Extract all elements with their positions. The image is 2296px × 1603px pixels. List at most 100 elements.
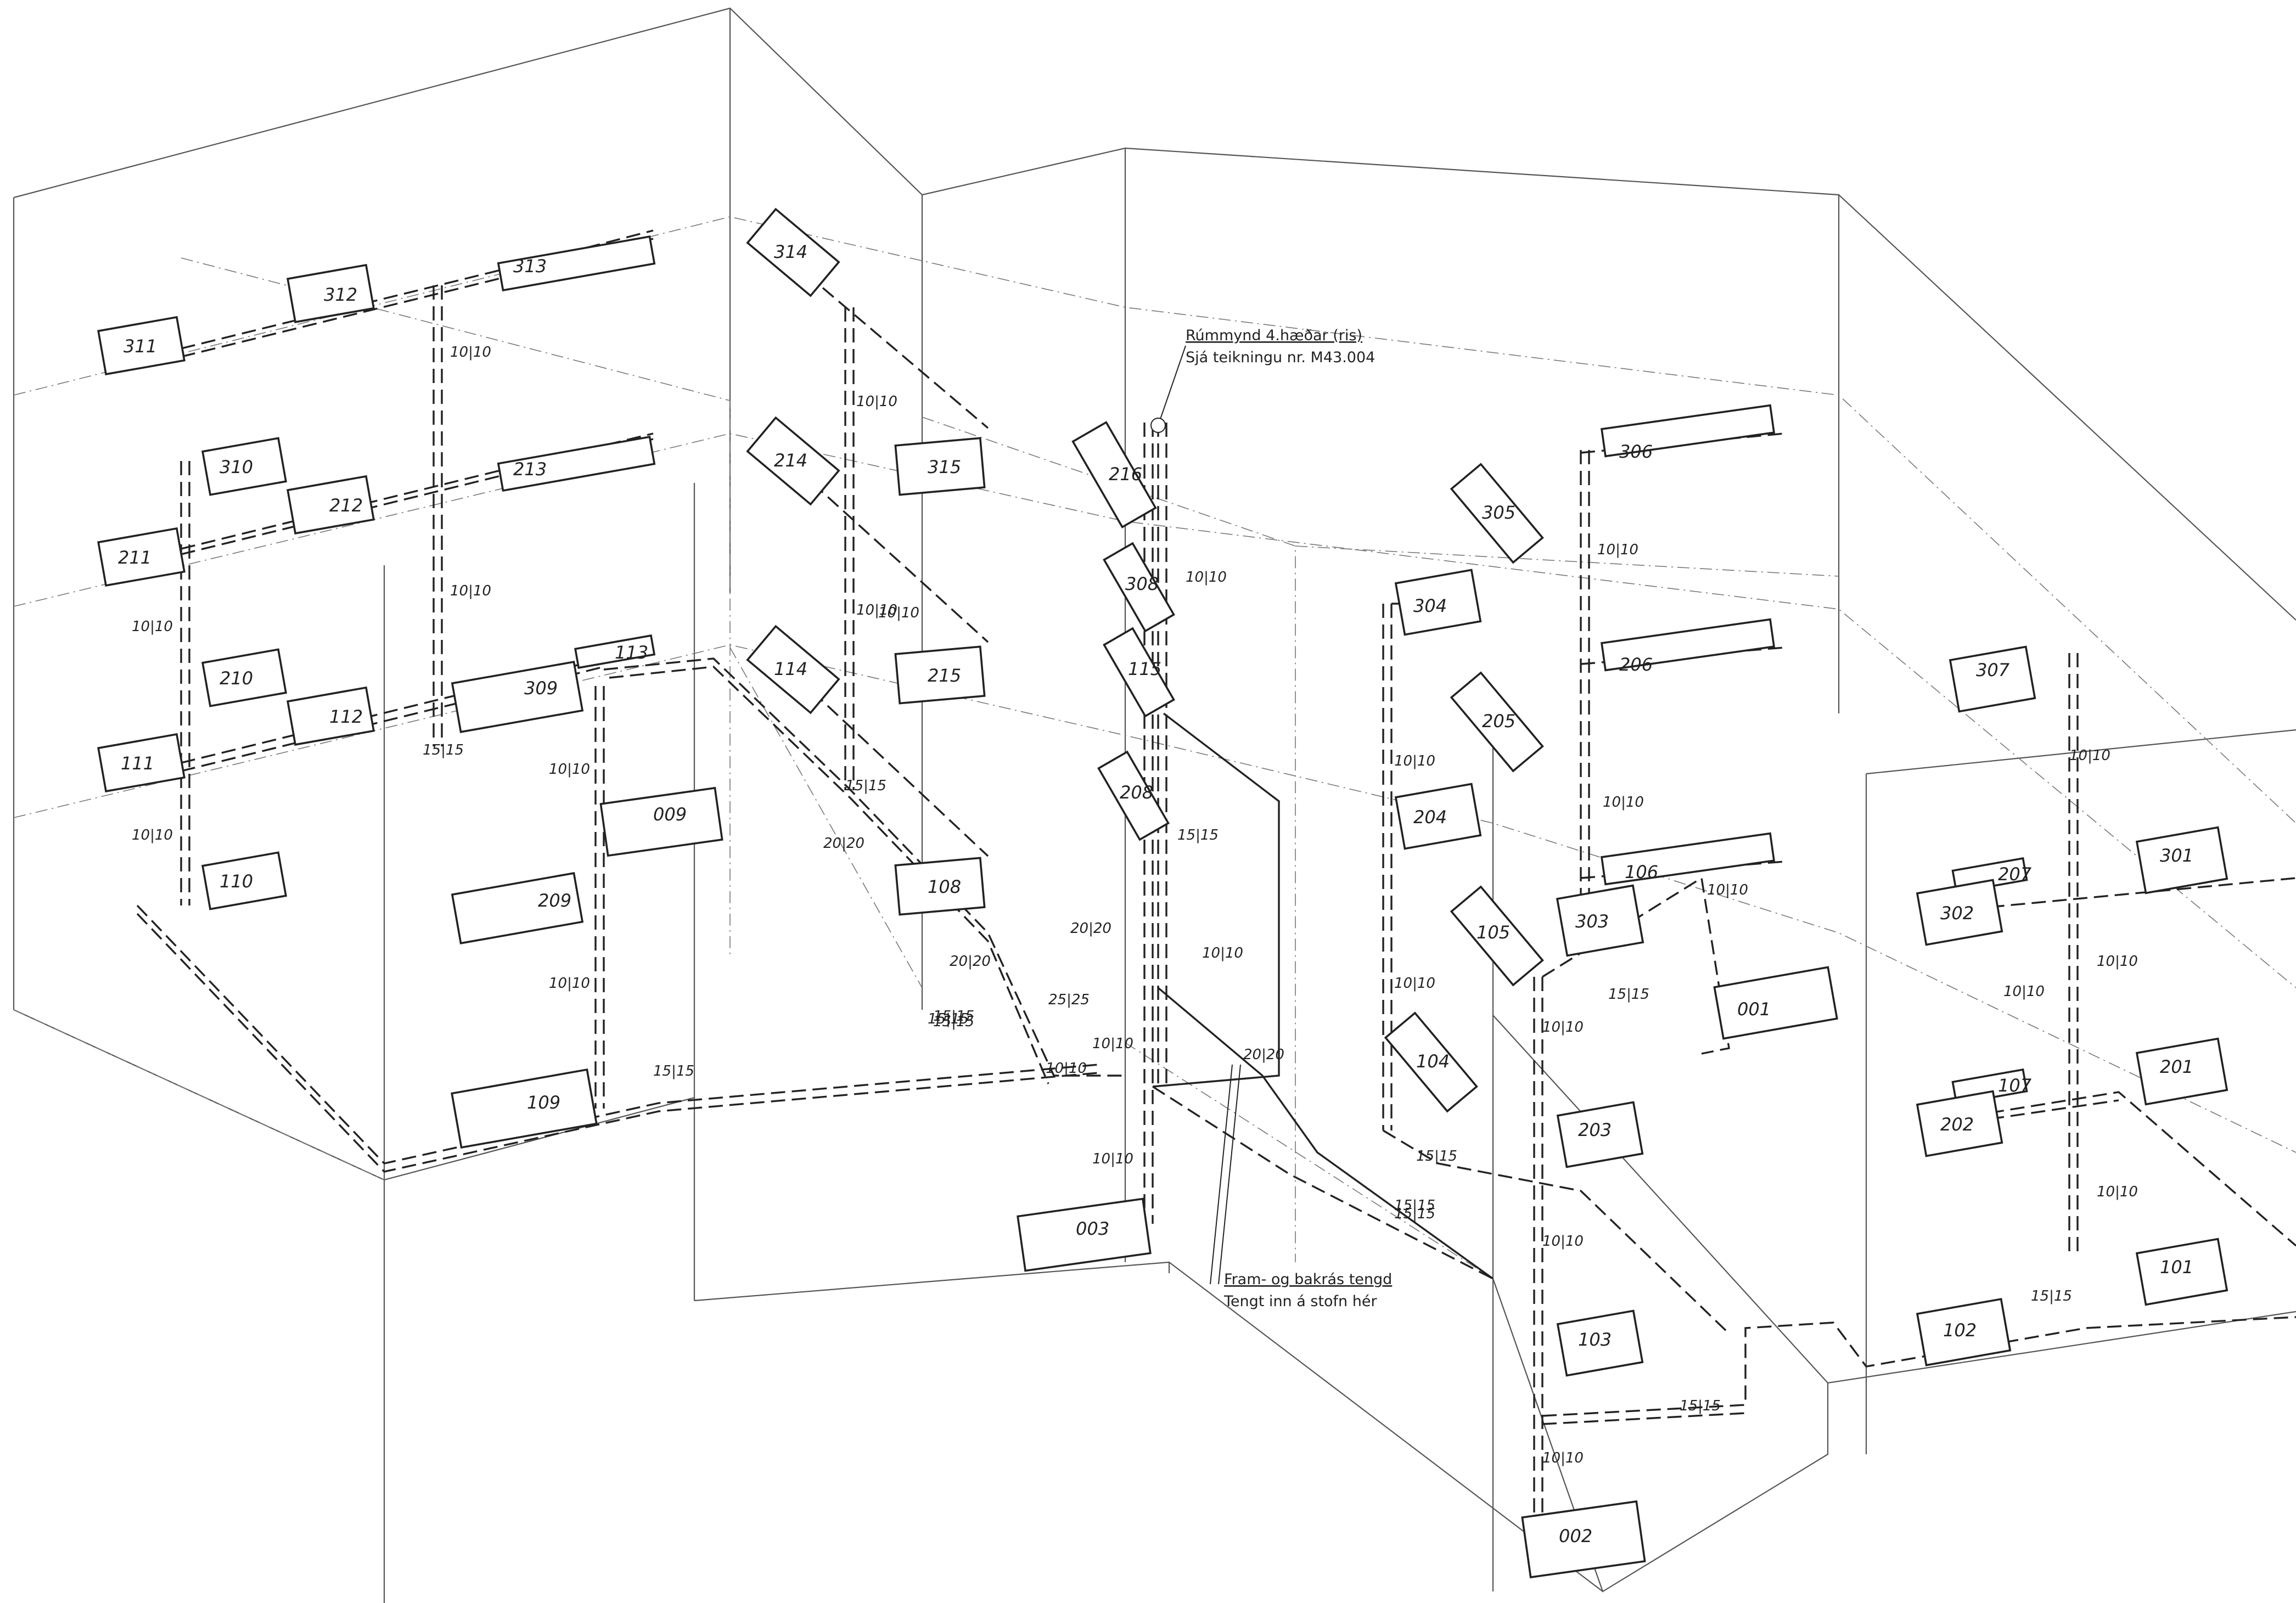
- radiator: 101: [2135, 1238, 2228, 1306]
- radiator-label: 205: [1482, 711, 1515, 732]
- radiator: 214: [746, 416, 840, 506]
- radiator-label: 201: [2160, 1056, 2193, 1077]
- radiator: 112: [287, 686, 375, 746]
- radiator: 301: [2135, 826, 2228, 895]
- radiator-label: 111: [121, 753, 154, 774]
- pipe-dimension: 10|10: [1394, 975, 1435, 992]
- radiator: 206: [1600, 618, 1776, 675]
- radiator: 209: [451, 871, 584, 944]
- pipe-dimension: 15|15: [1608, 986, 1649, 1003]
- radiator-label: 107: [1998, 1075, 2032, 1096]
- radiator: 114: [746, 625, 840, 715]
- radiator: 110: [201, 851, 287, 910]
- radiator: 204: [1394, 783, 1482, 850]
- pipe-dimension: 10|10: [856, 393, 897, 410]
- radiator: 306: [1600, 404, 1776, 462]
- pipe-dimension: 10|10: [1186, 569, 1227, 586]
- radiator-label: 114: [774, 659, 807, 679]
- radiator-label: 208: [1120, 782, 1153, 803]
- radiator-label: 001: [1737, 999, 1771, 1020]
- pipe-dimension: 25|25: [1048, 992, 1090, 1008]
- radiator: 205: [1450, 671, 1544, 773]
- radiator: 104: [1384, 1011, 1478, 1113]
- radiator: 003: [1017, 1197, 1152, 1272]
- radiator-label: 112: [329, 706, 363, 727]
- pipe-dimension: 15|15: [1177, 827, 1219, 843]
- radiator: 106: [1600, 832, 1776, 886]
- pipe-dimension: 10|10: [450, 583, 491, 599]
- radiator: 311: [97, 316, 186, 375]
- radiator: 305: [1450, 463, 1544, 564]
- radiator-label: 305: [1482, 502, 1515, 523]
- radiator-label: 312: [324, 284, 357, 305]
- radiator-label: 109: [527, 1092, 560, 1113]
- pipe-dimension: 20|20: [1070, 920, 1111, 937]
- pipe-dimension: 15|15: [653, 1063, 694, 1079]
- pipe-dimension: 10|10: [1597, 542, 1638, 558]
- pipe-dimension: 10|10: [1542, 1450, 1584, 1466]
- pipe-dimension: 15|15: [928, 1011, 969, 1027]
- pipe-dimension: 10|10: [1202, 945, 1243, 961]
- pipe-dimension: 10|10: [1542, 1233, 1584, 1250]
- radiator: 201: [2135, 1037, 2228, 1106]
- connection-note-title: Fram- og bakrás tengd: [1224, 1271, 1392, 1288]
- radiator-label: 307: [1976, 660, 2010, 680]
- pipe-dimension: 10|10: [2003, 983, 2045, 1000]
- radiator-label: 313: [513, 256, 547, 277]
- radiator: 216: [1071, 421, 1157, 528]
- radiator: 315: [894, 437, 986, 496]
- pipe-dimension: 15|15: [423, 742, 464, 758]
- radiator-label: 003: [1076, 1218, 1109, 1239]
- pipe-dimension: 10|10: [549, 761, 590, 778]
- radiators: 311 312 313 314 315 310 211 212 213 214 …: [97, 207, 2228, 1579]
- radiator-label: 209: [538, 890, 571, 911]
- radiator-label: 308: [1125, 573, 1159, 594]
- radiator-label: 212: [329, 495, 363, 516]
- radiator-label: 306: [1619, 441, 1653, 462]
- radiator-label: 110: [220, 871, 253, 892]
- radiator: 113: [574, 634, 656, 669]
- radiator-label: 210: [220, 668, 253, 689]
- pipe-dimension: 10|10: [549, 975, 590, 992]
- pipe-dimension: 10|10: [1707, 882, 1748, 898]
- pipe-dimension: 10|10: [1542, 1019, 1584, 1036]
- radiator: 109: [451, 1068, 598, 1149]
- pipe-dimensions: 10|10 10|10 10|10 10|10 10|10 10|10 10|1…: [132, 344, 2138, 1466]
- radiator-label: 303: [1575, 911, 1609, 932]
- riser-note-reference: Sjá teikningu nr. M43.004: [1186, 349, 1375, 366]
- radiator: 203: [1556, 1101, 1644, 1168]
- pipe-dimension: 15|15: [2031, 1288, 2072, 1304]
- radiator-label: 102: [1943, 1320, 1977, 1341]
- radiator: 310: [201, 437, 287, 496]
- radiator-label: 105: [1477, 922, 1510, 943]
- radiator: 308: [1103, 542, 1175, 633]
- radiator-label: 104: [1416, 1051, 1450, 1072]
- pipe-dimension: 10|10: [2097, 1184, 2138, 1200]
- radiator: 215: [894, 645, 986, 705]
- radiator: 304: [1394, 569, 1482, 636]
- radiator: 309: [451, 660, 584, 733]
- radiator-label: 304: [1413, 595, 1447, 616]
- radiator: 009: [599, 786, 723, 857]
- radiator-label: 106: [1625, 862, 1658, 882]
- radiator-label: 302: [1940, 903, 1974, 924]
- radiator-label: 314: [774, 241, 807, 262]
- pipe-dimension: 15|15: [933, 1008, 974, 1025]
- pipe-dimension: 10|10: [878, 605, 919, 621]
- pipe-dimension: 15|15: [1394, 1206, 1435, 1222]
- pipe-dimension: 20|20: [950, 953, 991, 970]
- radiator-label: 213: [513, 459, 547, 480]
- pipe-dimension: 15|15: [845, 778, 886, 794]
- pipe-dimension: 15|15: [1416, 1148, 1457, 1165]
- pipe-dimension: 10|10: [1394, 753, 1435, 769]
- radiator-label: 310: [220, 457, 253, 477]
- radiator-label: 101: [2160, 1257, 2193, 1278]
- radiator: 102: [1916, 1298, 2012, 1366]
- radiator: 303: [1556, 884, 1644, 957]
- radiator-label: 309: [524, 678, 558, 699]
- radiator-label: 203: [1578, 1120, 1612, 1140]
- radiator-label: 215: [928, 665, 961, 686]
- radiator-label: 113: [615, 642, 648, 663]
- pipe-dimension: 10|10: [450, 344, 491, 361]
